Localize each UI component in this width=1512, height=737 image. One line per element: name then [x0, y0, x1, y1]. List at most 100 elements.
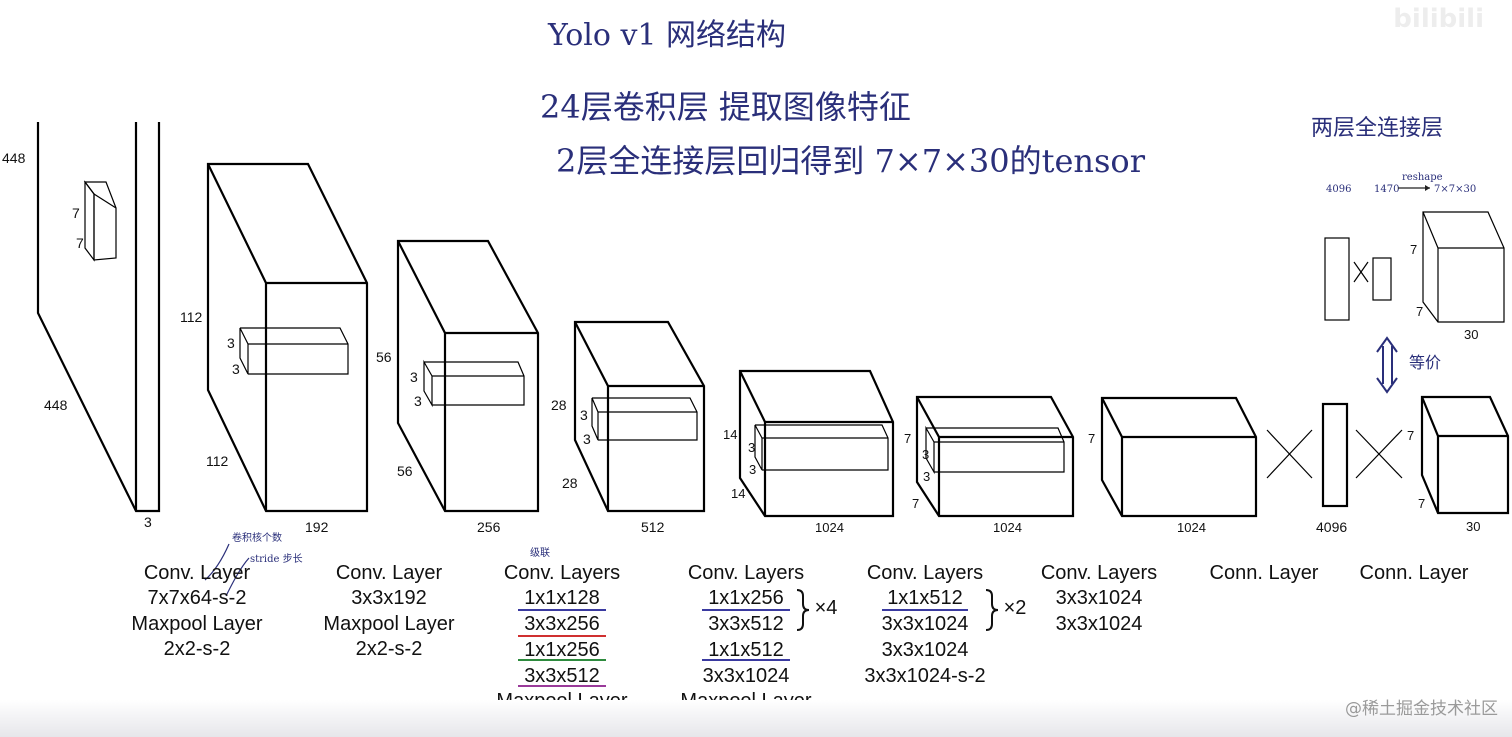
bottom-fade: [0, 700, 1512, 737]
b2-kernel-b: 3: [232, 361, 240, 377]
fc-note-in: 4096: [1326, 184, 1351, 195]
out-width-label: 30: [1466, 519, 1480, 534]
note-line-2: 2层全连接层回归得到 7×7×30的tensor: [556, 142, 1146, 180]
block-56: 56 56 256 3 3: [376, 239, 540, 535]
b3-width-label: 256: [477, 519, 501, 535]
b3-kernel-b: 3: [414, 393, 422, 409]
caption-6-line-1: Conv. Layers: [1041, 562, 1157, 584]
out-top-label: 7: [1407, 428, 1414, 443]
annotation-stride: stride 步长: [250, 553, 303, 565]
b4-kernel-a: 3: [580, 407, 588, 423]
input-depth-label: 448: [44, 397, 68, 413]
fc-note-out: 7×7×30: [1434, 184, 1476, 195]
b4-depth-label: 28: [562, 475, 578, 491]
b6-depth-label: 7: [912, 496, 919, 511]
caption-7: Conn. Layer: [1210, 562, 1319, 584]
caption-4-repeat: ×4: [815, 597, 838, 619]
annotation-cascade: 级联: [530, 547, 550, 559]
caption-2-line-4: 2x2-s-2: [356, 638, 423, 660]
block-112: 112 112 192 3 3: [180, 162, 369, 535]
equivalence-arrow-icon: [1376, 336, 1398, 394]
caption-2: Conv. Layer 3x3x192 Maxpool Layer 2x2-s-…: [323, 562, 455, 660]
caption-8-line-1: Conn. Layer: [1360, 562, 1469, 584]
b2-depth-label: 112: [206, 453, 229, 469]
caption-3-line-4: 1x1x256: [524, 639, 600, 661]
input-width-label: 3: [144, 514, 152, 530]
caption-4: Conv. Layers 1x1x256 3x3x512 ×4 1x1x512 …: [680, 562, 837, 737]
caption-2-line-3: Maxpool Layer: [323, 613, 455, 635]
fc-note-equiv: 等价: [1409, 353, 1441, 372]
fc-note-cube-bottom: 30: [1464, 327, 1478, 342]
caption-7-line-1: Conn. Layer: [1210, 562, 1319, 584]
caption-3-line-1: Conv. Layers: [504, 562, 620, 584]
caption-4-line-3: 3x3x512: [708, 613, 784, 635]
diagram-title: Yolo v1 网络结构: [547, 18, 786, 53]
bilibili-logo: bilibili: [1393, 4, 1484, 34]
b5-kernel-a: 3: [748, 440, 755, 455]
block-output: 7 7 30: [1407, 395, 1510, 534]
input-kernel-a: 7: [72, 205, 80, 221]
caption-3-line-5: 3x3x512: [524, 665, 600, 687]
b4-kernel-b: 3: [583, 431, 591, 447]
b3-kernel-a: 3: [410, 369, 418, 385]
caption-1-line-4: 2x2-s-2: [164, 638, 231, 660]
caption-1-line-3: Maxpool Layer: [131, 613, 263, 635]
b6-width-label: 1024: [993, 520, 1022, 535]
watermark-text: @稀土掘金技术社区: [1345, 699, 1498, 719]
caption-5: Conv. Layers 1x1x512 3x3x1024 ×2 3x3x102…: [864, 562, 1026, 687]
caption-2-line-2: 3x3x192: [351, 587, 427, 609]
caption-1-line-2: 7x7x64-s-2: [148, 587, 247, 609]
b7-height-label: 7: [1088, 431, 1095, 446]
input-height-label: 448: [2, 150, 26, 166]
b3-height-label: 56: [376, 349, 392, 365]
b7-width-label: 1024: [1177, 520, 1206, 535]
caption-4-line-5: 3x3x1024: [703, 665, 790, 687]
caption-1-line-1: Conv. Layer: [144, 562, 251, 584]
b2-width-label: 192: [305, 519, 329, 535]
caption-4-line-4: 1x1x512: [708, 639, 784, 661]
caption-1: Conv. Layer 7x7x64-s-2 Maxpool Layer 2x2…: [131, 562, 263, 660]
fc-note-cube-side: 7: [1416, 304, 1423, 319]
block-14: 14 14 1024 3 3: [723, 369, 895, 535]
caption-8: Conn. Layer: [1360, 562, 1469, 584]
out-side-label: 7: [1418, 496, 1425, 511]
caption-6-line-2: 3x3x1024: [1056, 587, 1143, 609]
caption-3-line-3: 3x3x256: [524, 613, 600, 635]
fc-note-title: 两层全连接层: [1311, 116, 1443, 141]
brace-x2: [985, 589, 999, 631]
b6-height-label: 7: [904, 431, 911, 446]
caption-6-line-3: 3x3x1024: [1056, 613, 1143, 635]
annotation-kernels: 卷积核个数: [232, 531, 282, 544]
caption-4-line-2: 1x1x256: [708, 587, 784, 609]
caption-2-line-1: Conv. Layer: [336, 562, 443, 584]
caption-3-line-2: 1x1x128: [524, 587, 600, 609]
fc-note-mid: 1470: [1374, 184, 1399, 195]
caption-5-line-2: 1x1x512: [887, 587, 963, 609]
b6-kernel-b: 3: [923, 469, 930, 484]
caption-5-line-1: Conv. Layers: [867, 562, 983, 584]
b3-depth-label: 56: [397, 463, 413, 479]
fc-width-label: 4096: [1316, 519, 1347, 535]
b2-kernel-a: 3: [227, 335, 235, 351]
fc-note: 两层全连接层 4096 1470 reshape 7×7×30 7 7 30 等…: [1311, 116, 1505, 394]
note-line-1: 24层卷积层 提取图像特征: [540, 88, 911, 126]
block-7b: 7 1024: [1088, 396, 1258, 535]
b4-height-label: 28: [551, 397, 567, 413]
caption-6: Conv. Layers 3x3x1024 3x3x1024: [1041, 562, 1157, 635]
block-28: 28 28 512 3 3: [551, 320, 706, 535]
b5-kernel-b: 3: [749, 462, 756, 477]
b5-width-label: 1024: [815, 520, 844, 535]
b4-width-label: 512: [641, 519, 665, 535]
b6-kernel-a: 3: [922, 447, 929, 462]
caption-annotations: 卷积核个数 stride 步长 级联: [204, 531, 550, 597]
caption-5-line-5: 3x3x1024-s-2: [864, 665, 985, 687]
caption-5-line-3: 3x3x1024: [882, 613, 969, 635]
caption-5-line-4: 3x3x1024: [882, 639, 969, 661]
fc-note-reshape: reshape: [1402, 172, 1443, 183]
caption-5-repeat: ×2: [1004, 597, 1027, 619]
brace-x4: [796, 589, 810, 631]
b5-depth-label: 14: [731, 486, 745, 501]
block-input: 448 448 3 7 7: [2, 122, 161, 530]
input-kernel-b: 7: [76, 235, 84, 251]
